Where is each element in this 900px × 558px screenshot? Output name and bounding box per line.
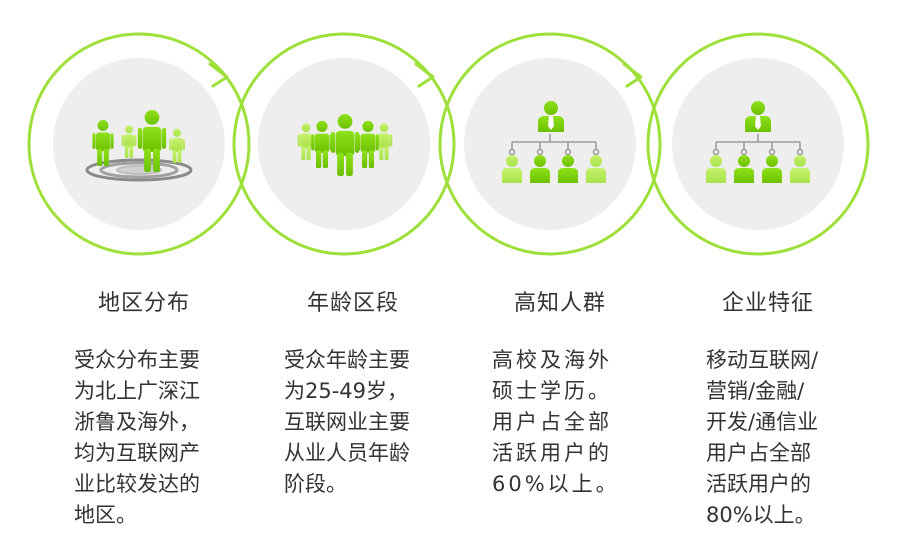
- description-line: 地区。: [74, 503, 137, 527]
- description-line: 活跃用户的: [492, 441, 612, 465]
- description-line: 均为互联网产: [74, 441, 200, 465]
- description-line: 受众年龄主要: [284, 348, 410, 372]
- description-line: 营销/金融/: [706, 379, 805, 403]
- enterprise-org-chart-icon: [706, 101, 810, 183]
- description-line: 浙鲁及海外，: [74, 410, 200, 434]
- description-line: 高校及海外: [492, 348, 612, 372]
- description-line: 用户占全部: [706, 441, 811, 465]
- description-line: 80%以上。: [706, 503, 816, 527]
- description-line: 移动互联网/: [706, 348, 819, 372]
- people-on-target-icon: [85, 110, 193, 182]
- flow-arrow-3-icon: [622, 62, 643, 88]
- description-line: 为北上广深江: [74, 379, 200, 403]
- step-description-1: 受众分布主要 为北上广深江 浙鲁及海外， 均为互联网产 业比较发达的 地区。: [74, 345, 200, 531]
- description-line: 60%以上。: [492, 472, 620, 496]
- step-description-2: 受众年龄主要 为25-49岁， 互联网业主要 从业人员年龄 阶段。: [284, 345, 410, 500]
- description-line: 阶段。: [284, 472, 347, 496]
- description-line: 受众分布主要: [74, 348, 200, 372]
- description-line: 硕士学历。: [492, 379, 612, 403]
- flow-arrow-2-icon: [414, 62, 435, 88]
- description-line: 活跃用户的: [706, 472, 811, 496]
- description-line: 业比较发达的: [74, 472, 200, 496]
- description-line: 为25-49岁，: [284, 379, 409, 403]
- step-title-4: 企业特征: [721, 291, 814, 316]
- step-circle-4: [646, 32, 870, 256]
- hierarchy-org-chart-icon: [502, 101, 606, 183]
- step-description-4: 移动互联网/ 营销/金融/ 开发/通信业 用户占全部 活跃用户的 80%以上。: [706, 345, 818, 531]
- description-line: 用户占全部: [492, 410, 612, 434]
- step-title-3: 高知人群: [513, 291, 606, 316]
- description-line: 互联网业主要: [284, 410, 410, 434]
- flow-arrow-1-icon: [208, 62, 229, 88]
- description-line: 开发/通信业: [706, 410, 819, 434]
- step-title-1: 地区分布: [97, 291, 190, 316]
- step-circle-3: [438, 32, 662, 256]
- description-line: 从业人员年龄: [284, 441, 410, 465]
- step-description-3: 高校及海外 硕士学历。 用户占全部 活跃用户的 60%以上。: [492, 345, 620, 500]
- step-title-2: 年龄区段: [306, 291, 399, 316]
